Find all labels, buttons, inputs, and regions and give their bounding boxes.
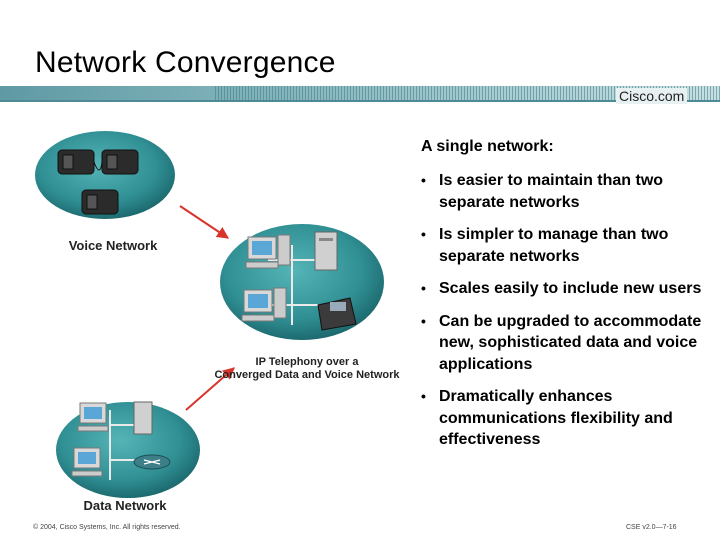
- bullet-list: • Is easier to maintain than two separate…: [421, 170, 711, 462]
- phone-icon: [101, 149, 139, 175]
- arrow-voice-to-converged: [179, 205, 229, 239]
- bullet-icon: •: [421, 280, 426, 296]
- ip-phone-icon: [317, 297, 357, 331]
- converged-label-line2: Converged Data and Voice Network: [214, 369, 400, 381]
- bullet-text: Is easier to maintain than two separate …: [439, 172, 664, 211]
- phone-icon: [57, 149, 95, 175]
- bullet-text: Is simpler to manage than two separate n…: [439, 226, 669, 265]
- server-icon: [314, 231, 338, 271]
- bullet-item: • Is easier to maintain than two separate…: [421, 170, 711, 213]
- server-icon: [133, 401, 153, 435]
- bullet-text: Can be upgraded to accommodate new, soph…: [439, 312, 702, 373]
- converged-network-label: IP Telephony over a Converged Data and V…: [202, 356, 412, 382]
- network-diagram: Voice Network IP Telephony over a Conver…: [0, 110, 420, 530]
- bullet-item: • Scales easily to include new users: [421, 278, 711, 300]
- phone-icon: [81, 189, 119, 215]
- data-network-label: Data Network: [83, 498, 167, 513]
- network-diagram-graphic: [35, 131, 384, 498]
- bullet-icon: •: [421, 312, 426, 329]
- header-divider: [0, 100, 720, 102]
- computer-icon: [241, 287, 287, 322]
- router-icon: [133, 454, 171, 470]
- bullet-item: • Dramatically enhances communications fl…: [421, 386, 711, 451]
- bullet-heading: A single network:: [421, 138, 554, 155]
- footer-copyright: © 2004, Cisco Systems, Inc. All rights r…: [33, 524, 181, 531]
- data-network-group: [56, 401, 200, 498]
- arrow-data-to-converged: [185, 367, 235, 411]
- computer-icon: [71, 447, 103, 477]
- voice-network-group: [35, 131, 175, 219]
- bullet-icon: •: [421, 388, 426, 404]
- bullet-text: Dramatically enhances communications fle…: [439, 388, 673, 448]
- bullet-item: • Is simpler to manage than two separate …: [421, 224, 711, 267]
- slide-title: Network Convergence: [35, 46, 336, 79]
- bullet-icon: •: [421, 226, 426, 242]
- voice-network-label: Voice Network: [68, 238, 158, 253]
- header-barcode-pattern: [215, 86, 720, 102]
- cisco-logo[interactable]: Cisco.com: [616, 88, 688, 104]
- bullet-text: Scales easily to include new users: [439, 280, 702, 297]
- converged-label-line1: IP Telephony over a: [255, 356, 359, 368]
- bullet-item: • Can be upgraded to accommodate new, sop…: [421, 311, 711, 376]
- computer-icon: [77, 402, 109, 432]
- computer-icon: [245, 234, 291, 269]
- bullet-icon: •: [421, 172, 426, 188]
- converged-network-group: [220, 224, 384, 340]
- converged-network-disk: [220, 224, 384, 340]
- footer-code: CSE v2.0—7-16: [626, 524, 677, 531]
